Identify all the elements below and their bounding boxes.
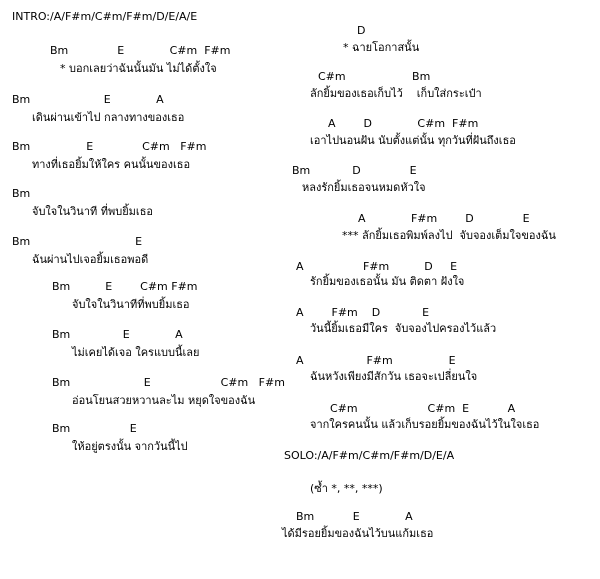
sheet-line: ให้อยู่ตรงนั้น จากวันนี้ไป <box>72 440 188 453</box>
sheet-line: เอาไปนอนฝัน นับตั้งแต่นั้น ทุกวันที่ฝันถ… <box>310 134 516 147</box>
sheet-line: เดินผ่านเข้าไป กลางทางของเธอ <box>32 111 185 124</box>
sheet-line: Bm E <box>52 422 137 435</box>
sheet-line: A D C#m F#m <box>328 117 479 130</box>
sheet-line: Bm E A <box>52 328 183 341</box>
sheet-line: ฉันผ่านไปเจอยิ้มเธอพอดี <box>32 253 149 266</box>
sheet-line: Bm E C#m F#m <box>52 376 285 389</box>
sheet-line: ฉันหวังเพียงมีสักวัน เธอจะเปลี่ยนใจ <box>310 370 478 383</box>
sheet-line: (ซ้ำ *, **, ***) <box>310 482 383 495</box>
sheet-line: Bm E A <box>296 510 413 523</box>
sheet-line: ไม่เคยได้เจอ ใครแบบนี้เลย <box>72 346 200 359</box>
sheet-line: จับใจในวินาทีที่พบยิ้มเธอ <box>72 298 190 311</box>
sheet-line: *** ลักยิ้มเธอพิมพ์ลงไป จับจองเต็มใจของฉ… <box>342 229 556 242</box>
sheet-line: A F#m D E <box>296 260 458 273</box>
sheet-line: ได้มีรอยยิ้มของฉันไว้บนแก้มเธอ <box>282 527 434 540</box>
sheet-line: INTRO:/A/F#m/C#m/F#m/D/E/A/E <box>12 10 198 23</box>
sheet-line: วันนี้ยิ้มเธอมีใคร จับจองไปครองไว้แล้ว <box>310 322 497 335</box>
sheet-line: Bm E C#m F#m <box>12 140 207 153</box>
sheet-line: * บอกเลยว่าฉันนั้นมัน ไม่ได้ตั้งใจ <box>60 62 217 75</box>
sheet-line: A F#m E <box>296 354 456 367</box>
sheet-line: Bm D E <box>292 164 417 177</box>
sheet-line: ลักยิ้มของเธอเก็บไว้ เก็บใส่กระเป๋า <box>310 87 482 100</box>
sheet-line: Bm E <box>12 235 143 248</box>
sheet-line: SOLO:/A/F#m/C#m/F#m/D/E/A <box>284 449 455 462</box>
sheet-line: จับใจในวินาที ที่พบยิ้มเธอ <box>32 205 154 218</box>
sheet-line: A F#m D E <box>358 212 530 225</box>
sheet-line: หลงรักยิ้มเธอจนหมดหัวใจ <box>302 181 426 194</box>
sheet-line: Bm <box>12 187 31 200</box>
sheet-line: C#m C#m E A <box>330 402 516 415</box>
sheet-line: Bm E A <box>12 93 164 106</box>
sheet-line: C#m Bm <box>318 70 431 83</box>
sheet-line: รักยิ้มของเธอนั้น มัน ติดตา ฝังใจ <box>310 275 465 288</box>
sheet-line: * ฉายโอกาสนั้น <box>343 41 420 54</box>
sheet-line: Bm E C#m F#m <box>50 44 231 57</box>
sheet-line: A F#m D E <box>296 306 430 319</box>
sheet-line: D <box>357 24 366 37</box>
sheet-line: อ่อนโยนสวยหวานละไม หยุดใจของฉัน <box>72 394 256 407</box>
sheet-line: Bm E C#m F#m <box>52 280 198 293</box>
sheet-line: ทางที่เธอยิ้มให้ใคร คนนั้นของเธอ <box>32 158 191 171</box>
sheet-line: จากใครคนนั้น แล้วเก็บรอยยิ้มของฉันไว้ในใ… <box>310 418 540 431</box>
